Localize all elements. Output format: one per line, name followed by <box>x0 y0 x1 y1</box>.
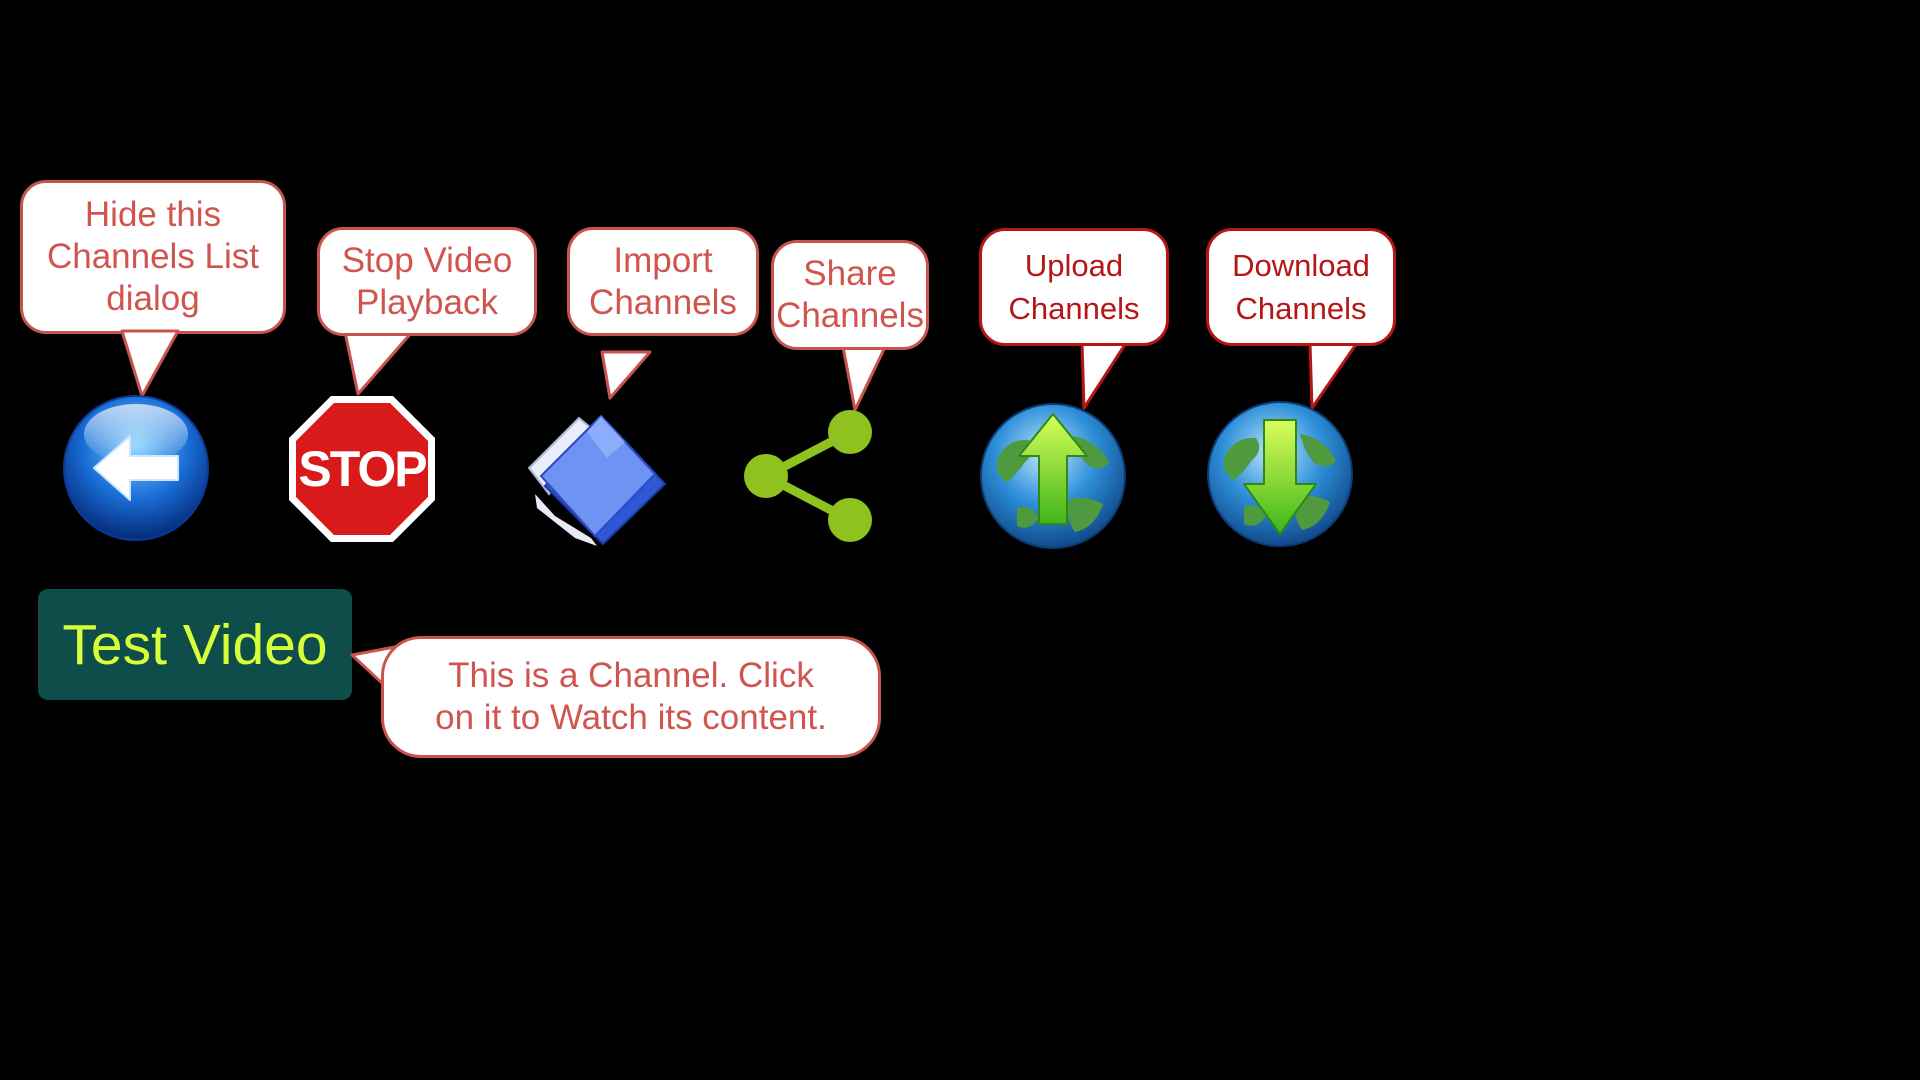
share-channels-tooltip: Share Channels <box>771 240 929 350</box>
import-channels-tooltip: Import Channels <box>567 227 759 336</box>
channel-tooltip: This is a Channel. Click on it to Watch … <box>381 636 881 758</box>
folder-icon[interactable] <box>515 398 670 546</box>
back-arrow-icon[interactable] <box>60 392 212 544</box>
stop-playback-tooltip: Stop Video Playback <box>317 227 537 336</box>
upload-channels-tooltip: Upload Channels <box>979 228 1169 346</box>
download-channels-tooltip: Download Channels <box>1206 228 1396 346</box>
share-icon[interactable] <box>744 408 874 544</box>
channel-item-test-video[interactable]: Test Video <box>38 589 352 700</box>
stop-sign-icon[interactable]: STOP <box>287 394 437 544</box>
globe-upload-icon[interactable] <box>977 400 1129 552</box>
stop-sign-label: STOP <box>298 441 427 497</box>
channel-label: Test Video <box>62 612 328 677</box>
hide-dialog-tooltip: Hide this Channels List dialog <box>20 180 286 334</box>
globe-download-icon[interactable] <box>1204 398 1356 550</box>
